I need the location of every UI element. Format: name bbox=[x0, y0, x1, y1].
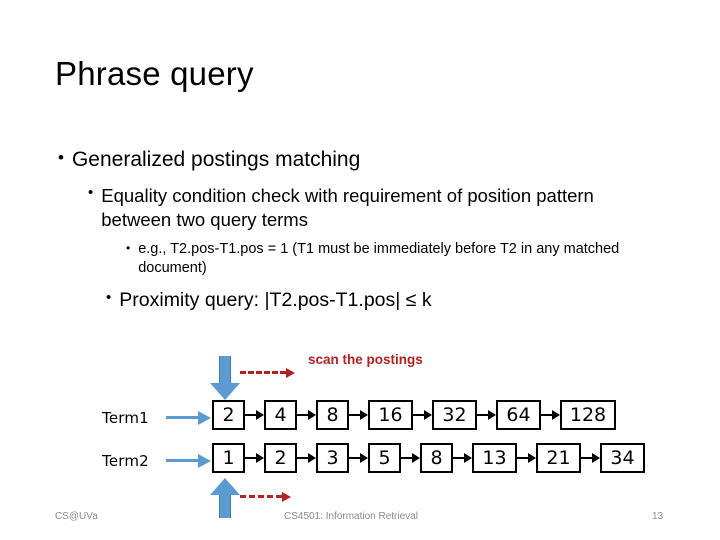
posting-box: 8 bbox=[316, 400, 349, 430]
page-number: 13 bbox=[652, 511, 664, 522]
posting-box: 2 bbox=[264, 443, 297, 473]
bullet-generalized-postings-matching: • Generalized postings matching bbox=[58, 148, 658, 172]
arrow-head bbox=[552, 410, 560, 420]
posting-box: 13 bbox=[472, 443, 517, 473]
bullet-text: Equality condition check with requiremen… bbox=[101, 185, 594, 231]
arrow-shaft bbox=[581, 457, 593, 459]
bullet-marker-icon: • bbox=[126, 241, 131, 255]
arrow-head bbox=[286, 368, 295, 378]
arrow-head bbox=[256, 453, 264, 463]
term1-label: Term1 bbox=[102, 409, 149, 427]
posting-box: 1 bbox=[212, 443, 245, 473]
arrow-head bbox=[256, 410, 264, 420]
arrow-head bbox=[308, 410, 316, 420]
bullet-text: Proximity query: |T2.pos-T1.pos| ≤ k bbox=[119, 289, 432, 311]
bullet-proximity-query: • Proximity query: |T2.pos-T1.pos| ≤ k bbox=[106, 289, 626, 312]
posting-box: 34 bbox=[600, 443, 645, 473]
posting-link-arrow-icon bbox=[581, 452, 600, 464]
bullet-marker-icon: • bbox=[88, 184, 94, 201]
posting-box: 16 bbox=[368, 400, 413, 430]
bullet-example-position-difference: • e.g., T2.pos-T1.pos = 1 (T1 must be im… bbox=[126, 240, 656, 279]
posting-link-arrow-icon bbox=[517, 452, 536, 464]
posting-box: 21 bbox=[536, 443, 581, 473]
bullet-text: e.g., T2.pos-T1.pos = 1 (T1 must be imme… bbox=[138, 241, 620, 277]
posting-box: 5 bbox=[368, 443, 401, 473]
scan-dashed-arrow-bottom-icon bbox=[240, 492, 294, 502]
arrow-shaft bbox=[297, 457, 309, 459]
arrow-shaft bbox=[219, 493, 231, 518]
posting-link-arrow-icon bbox=[541, 409, 560, 421]
arrow-head bbox=[210, 478, 240, 495]
arrow-head bbox=[282, 492, 291, 502]
posting-link-arrow-icon bbox=[477, 409, 496, 421]
arrow-shaft bbox=[453, 457, 465, 459]
footer-left-text: CS@UVa bbox=[55, 511, 98, 522]
posting-link-arrow-icon bbox=[245, 452, 264, 464]
scan-direction-up-arrow-icon bbox=[210, 478, 240, 518]
arrow-head bbox=[198, 454, 211, 468]
posting-box: 4 bbox=[264, 400, 297, 430]
arrow-shaft bbox=[166, 416, 200, 419]
arrow-shaft bbox=[541, 414, 553, 416]
term2-label: Term2 bbox=[102, 452, 149, 470]
arrow-shaft bbox=[401, 457, 413, 459]
term1-entry-arrow-icon bbox=[166, 411, 212, 425]
page-title: Phrase query bbox=[55, 55, 254, 92]
posting-box: 32 bbox=[432, 400, 477, 430]
posting-box: 128 bbox=[560, 400, 616, 430]
posting-link-arrow-icon bbox=[297, 452, 316, 464]
arrow-shaft bbox=[349, 414, 361, 416]
bullet-marker-icon: • bbox=[106, 289, 112, 306]
arrow-head bbox=[424, 410, 432, 420]
arrow-head bbox=[488, 410, 496, 420]
arrow-head bbox=[360, 410, 368, 420]
arrow-head bbox=[464, 453, 472, 463]
bullet-marker-icon: • bbox=[58, 148, 64, 167]
dashed-line bbox=[240, 495, 282, 498]
arrow-shaft bbox=[477, 414, 489, 416]
arrow-shaft bbox=[349, 457, 361, 459]
arrow-head bbox=[528, 453, 536, 463]
posting-box: 64 bbox=[496, 400, 541, 430]
arrow-shaft bbox=[517, 457, 529, 459]
scan-dashed-arrow-top-icon bbox=[240, 368, 298, 378]
arrow-shaft bbox=[166, 459, 200, 462]
posting-box: 3 bbox=[316, 443, 349, 473]
arrow-shaft bbox=[297, 414, 309, 416]
footer-center-text: CS4501: Information Retrieval bbox=[284, 511, 418, 522]
bullet-equality-condition-check: • Equality condition check with requirem… bbox=[88, 184, 658, 233]
posting-box: 2 bbox=[212, 400, 245, 430]
arrow-shaft bbox=[245, 414, 257, 416]
arrow-shaft bbox=[245, 457, 257, 459]
posting-link-arrow-icon bbox=[245, 409, 264, 421]
posting-link-arrow-icon bbox=[453, 452, 472, 464]
dashed-line bbox=[240, 371, 286, 374]
posting-box: 8 bbox=[420, 443, 453, 473]
arrow-head bbox=[210, 383, 240, 400]
bullet-text: Generalized postings matching bbox=[71, 148, 361, 171]
posting-link-arrow-icon bbox=[349, 409, 368, 421]
arrow-head bbox=[412, 453, 420, 463]
arrow-head bbox=[308, 453, 316, 463]
posting-link-arrow-icon bbox=[413, 409, 432, 421]
posting-link-arrow-icon bbox=[401, 452, 420, 464]
posting-link-arrow-icon bbox=[349, 452, 368, 464]
posting-link-arrow-icon bbox=[297, 409, 316, 421]
arrow-shaft bbox=[219, 356, 231, 384]
arrow-head bbox=[198, 411, 211, 425]
arrow-shaft bbox=[413, 414, 425, 416]
term2-entry-arrow-icon bbox=[166, 454, 212, 468]
scan-the-postings-label: scan the postings bbox=[308, 352, 423, 367]
arrow-head bbox=[360, 453, 368, 463]
arrow-head bbox=[592, 453, 600, 463]
scan-direction-down-arrow-icon bbox=[210, 356, 240, 400]
